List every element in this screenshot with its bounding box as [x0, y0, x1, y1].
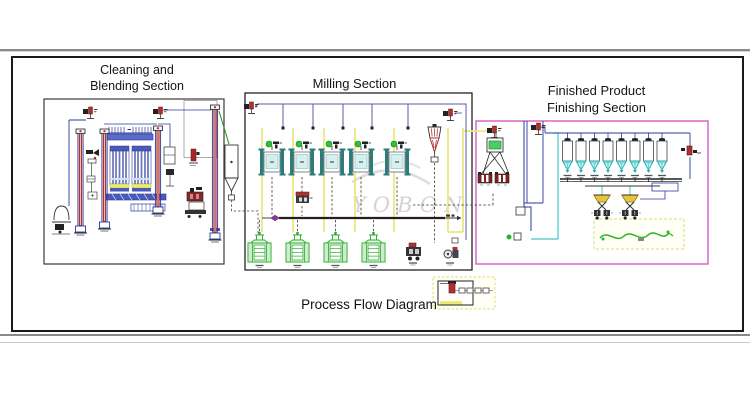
roller-mill — [318, 140, 346, 176]
title-line: Blending Section — [90, 78, 184, 93]
purifier-airlock — [487, 125, 502, 138]
intensive-dampener — [185, 187, 206, 218]
dampener — [189, 148, 200, 166]
finishing-airlock — [531, 122, 546, 135]
flour-bin — [575, 133, 587, 178]
milling-section — [255, 103, 494, 266]
finishing-section — [480, 121, 701, 250]
bucket-elevator — [208, 104, 222, 243]
milling-section-title: Milling Section — [264, 76, 445, 91]
filter-unit — [83, 106, 98, 119]
finishing-section-title: Finished Product Finishing Section — [506, 82, 687, 116]
top-divider-line — [0, 49, 750, 52]
finishing-elevator-head — [681, 133, 701, 179]
flour-bin — [602, 133, 614, 178]
cleaning-tube-bank — [131, 145, 152, 192]
plansifter — [323, 232, 348, 268]
bucket-elevator — [151, 125, 165, 217]
bran-finisher — [295, 191, 313, 203]
aspiration-channel — [163, 146, 176, 187]
spout-line — [218, 110, 230, 145]
separator-machines — [86, 149, 99, 200]
flour-bin — [656, 133, 668, 178]
bottom-divider-line-2 — [0, 342, 750, 343]
flour-bin — [642, 133, 655, 178]
bucket-elevator — [98, 128, 111, 232]
cleaning-tube-bank — [109, 145, 130, 192]
air-blower — [443, 237, 459, 266]
cleaning-duct-lines — [68, 109, 211, 206]
aspiration-header — [106, 127, 154, 141]
bucket-elevator — [74, 128, 87, 236]
roller-mill — [258, 140, 286, 176]
bagging-scale — [591, 194, 613, 220]
flour-bin — [588, 133, 601, 178]
transfer-dashed-line — [231, 200, 259, 234]
watermark-text: YOBON — [352, 193, 470, 217]
tempering-bin — [224, 144, 239, 201]
filter-unit — [153, 106, 168, 119]
drawing-outer-border — [11, 56, 744, 332]
screw-conveyor — [262, 214, 462, 222]
flour-purifier — [480, 132, 510, 175]
cleaning-section-title: Cleaning and Blending Section — [47, 63, 227, 94]
plansifter — [247, 232, 272, 268]
flour-bin — [629, 133, 641, 178]
diagram-caption: Process Flow Diagram — [301, 297, 437, 312]
title-line: Milling Section — [312, 76, 397, 91]
plansifter — [361, 232, 386, 268]
cleaning-section — [52, 109, 259, 235]
purifier-outlet — [477, 172, 493, 186]
roller-mill — [288, 140, 316, 176]
top-piping-purple — [255, 103, 467, 240]
title-line: Cleaning and — [100, 63, 174, 77]
mill-aspiration-fan — [443, 108, 458, 121]
title-line: Finished Product — [547, 83, 646, 98]
title-line: Finishing Section — [547, 100, 646, 115]
packing-conveyor — [593, 218, 685, 250]
small-control-box — [513, 232, 522, 241]
flour-bin — [561, 133, 574, 178]
bagging-scale — [619, 194, 641, 220]
cyclone — [427, 124, 442, 163]
flour-bin — [615, 133, 628, 178]
grain-intake-pit — [52, 205, 71, 235]
roller-mill — [383, 140, 411, 176]
conveyor-legend-box — [432, 276, 496, 310]
stock-dashed-lines — [259, 163, 494, 243]
navy-riser-lines — [515, 121, 545, 231]
indicator-dot — [506, 234, 512, 240]
roller-mill — [347, 140, 375, 176]
section-boxes — [43, 92, 709, 271]
collecting-conveyor — [560, 177, 682, 200]
mill-feed-airlock — [244, 101, 259, 114]
purifier-outlet — [494, 172, 510, 186]
bottom-divider-line — [0, 334, 750, 336]
shock-detacher — [406, 242, 421, 266]
plansifter — [285, 232, 310, 268]
bin-feed-line-elbow — [541, 126, 546, 133]
